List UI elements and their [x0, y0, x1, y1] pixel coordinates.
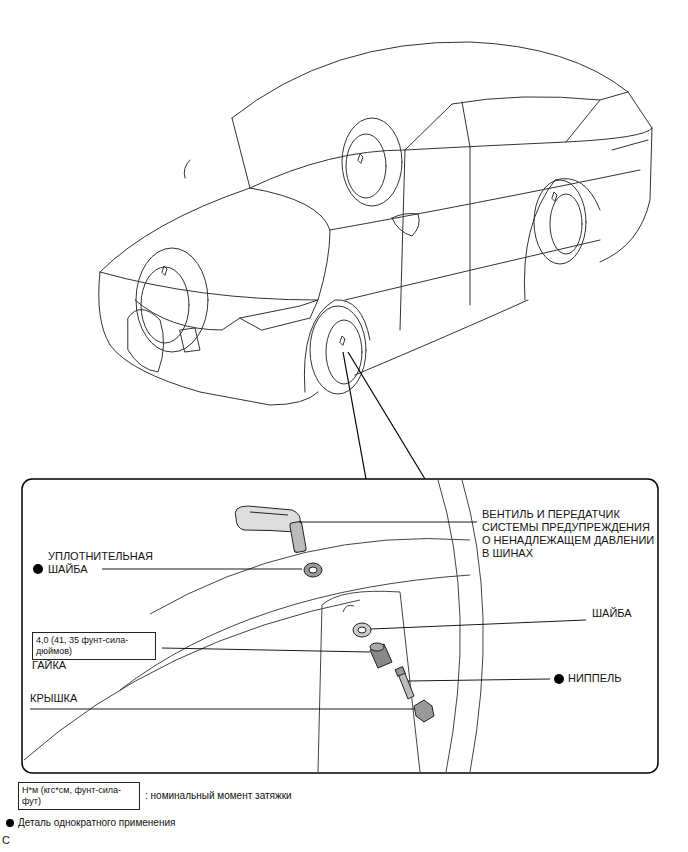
single-use-dot: [33, 564, 43, 574]
callout-lines: [343, 352, 425, 479]
part-name: КРЫШКА: [30, 692, 120, 705]
single-use-dot: [554, 674, 564, 684]
part-name: НИППЕЛЬ: [568, 672, 658, 685]
car-drawing: [99, 42, 652, 405]
figure-code: C: [2, 834, 22, 847]
tire-outline: [24, 480, 483, 772]
part-name: ГАЙКА: [32, 659, 102, 672]
part-name: УПЛОТНИТЕЛЬНАЯ ШАЙБА: [48, 550, 170, 576]
part-name: ШАЙБА: [592, 607, 662, 620]
legend-text: Деталь однократного применения: [18, 817, 175, 829]
inset-panel: [22, 479, 658, 773]
torque-text: Н*м (кгс*см, фунт-сила-фут): [22, 785, 136, 807]
torque-legend-box: Н*м (кгс*см, фунт-сила-фут): [18, 782, 140, 810]
part-name: ВЕНТИЛЬ И ПЕРЕДАТЧИК СИСТЕМЫ ПРЕДУПРЕЖДЕ…: [482, 508, 656, 560]
legend-text: : номинальный момент затяжки: [145, 790, 292, 802]
legend-dot: [6, 819, 14, 827]
torque-text: 4,0 (41, 35 фунт-сила-дюймов): [36, 635, 152, 657]
parts: [235, 506, 434, 722]
torque-box: 4,0 (41, 35 фунт-сила-дюймов): [32, 632, 156, 660]
